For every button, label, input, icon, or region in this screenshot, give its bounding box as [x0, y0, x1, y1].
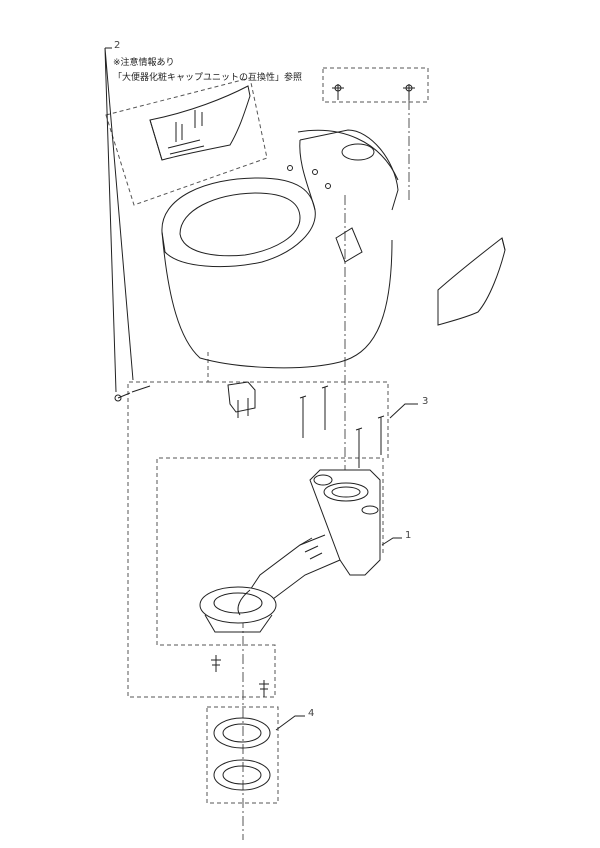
- top-nut-left: [332, 84, 344, 100]
- mounting-bracket: [227, 381, 256, 418]
- callout-2: 2: [114, 40, 121, 51]
- outlet-pipe-assembly: [199, 469, 381, 633]
- gasket-upper: [213, 717, 271, 749]
- toilet-bowl: [161, 129, 399, 369]
- screw-1: [299, 395, 307, 438]
- callout-4: 4: [308, 708, 315, 719]
- group-box-cap: [105, 77, 268, 206]
- leader-line-3: [389, 403, 418, 419]
- group-box-gaskets: [206, 706, 279, 804]
- group-box-nuts: [322, 67, 429, 103]
- group-box-screws: [208, 381, 389, 458]
- screw-4: [377, 415, 385, 455]
- top-nut-right: [403, 84, 415, 100]
- screw-3: [355, 427, 363, 468]
- group-box-bolts: [127, 352, 384, 698]
- leader-line-2: [104, 47, 134, 393]
- callout-1: 1: [405, 530, 412, 541]
- side-bolt: [114, 385, 151, 402]
- leader-line-1: [381, 537, 402, 546]
- screw-2: [321, 385, 329, 430]
- gasket-lower: [213, 759, 271, 791]
- bottom-bolt-right: [259, 680, 269, 697]
- bottom-bolt-left: [211, 655, 221, 672]
- note-line-2: 「大便器化粧キャップユニットの互換性」参照: [113, 73, 303, 83]
- callout-3: 3: [422, 396, 429, 407]
- decorative-cap-part: [149, 85, 251, 161]
- leader-line-4: [275, 715, 305, 731]
- note-line-1: ※注意情報あり: [113, 58, 175, 68]
- side-panel-part: [437, 237, 506, 326]
